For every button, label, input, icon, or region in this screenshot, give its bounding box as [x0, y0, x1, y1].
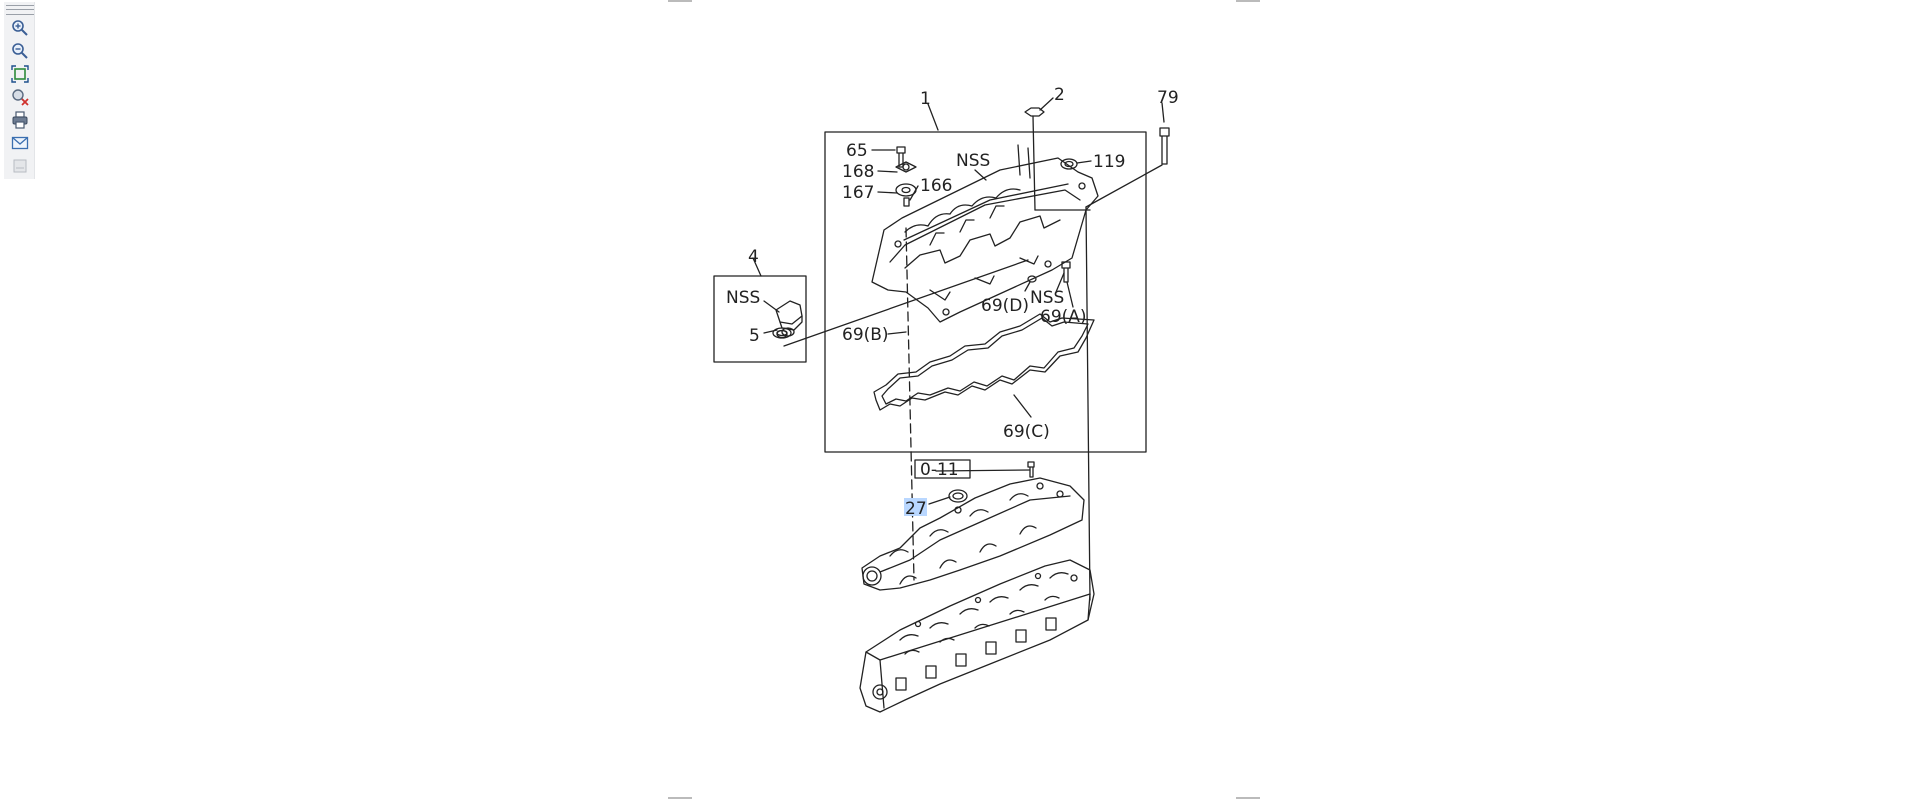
print-icon[interactable]	[11, 111, 29, 129]
toolbar-grip[interactable]	[6, 5, 34, 15]
viewer-toolbar	[4, 2, 35, 179]
label-part-27[interactable]: 27	[905, 499, 927, 519]
label-part-69c[interactable]: 69(C)	[1003, 422, 1050, 442]
page-edge-marker	[1236, 0, 1260, 2]
label-nss-cover[interactable]: NSS	[956, 151, 990, 171]
oil-cap-frame	[713, 275, 807, 363]
part-5-seal	[772, 327, 792, 339]
page-edge-marker	[1236, 797, 1260, 799]
email-icon[interactable]	[11, 134, 29, 152]
label-part-79[interactable]: 79	[1157, 88, 1179, 108]
label-part-5[interactable]: 5	[749, 326, 760, 346]
part-119-seal	[1060, 158, 1078, 170]
disabled-panel-icon	[11, 157, 29, 175]
oil-filler-cap	[775, 300, 803, 331]
zoom-out-icon[interactable]	[11, 42, 29, 60]
label-part-1[interactable]: 1	[920, 89, 931, 109]
part-167-seal	[895, 183, 917, 197]
part-166-fitting	[903, 197, 910, 207]
label-part-69a[interactable]: 69(A)	[1040, 307, 1087, 327]
part-168-plate	[895, 161, 917, 173]
label-nss-bolt[interactable]: NSS	[1030, 288, 1064, 308]
label-nss-cap[interactable]: NSS	[726, 288, 760, 308]
page-edge-marker	[668, 0, 692, 2]
part-79-bolt	[1159, 127, 1170, 165]
label-part-4[interactable]: 4	[748, 247, 759, 267]
label-part-2[interactable]: 2	[1054, 85, 1065, 105]
cover-assembly-frame	[824, 131, 1147, 453]
camshaft-housing	[861, 477, 1085, 591]
label-part-168[interactable]: 168	[842, 162, 874, 182]
label-ref-0-11[interactable]: 0-11	[920, 460, 959, 480]
label-part-69b[interactable]: 69(B)	[842, 325, 889, 345]
reset-zoom-icon[interactable]	[11, 88, 29, 106]
label-part-65[interactable]: 65	[846, 141, 868, 161]
cover-gasket	[873, 313, 1095, 411]
page-edge-marker	[668, 797, 692, 799]
label-part-167[interactable]: 167	[842, 183, 874, 203]
part-27-seal	[948, 489, 968, 503]
ref-0-11-box	[914, 459, 971, 479]
label-part-166[interactable]: 166	[920, 176, 952, 196]
zoom-in-icon[interactable]	[11, 19, 29, 37]
highlight-27	[904, 498, 927, 516]
cylinder-head	[859, 559, 1095, 713]
label-part-119[interactable]: 119	[1093, 152, 1125, 172]
label-part-69d[interactable]: 69(D)	[981, 296, 1029, 316]
part-2-nut	[1024, 107, 1045, 117]
cylinder-head-cover	[871, 144, 1099, 323]
fit-window-icon[interactable]	[11, 65, 29, 83]
